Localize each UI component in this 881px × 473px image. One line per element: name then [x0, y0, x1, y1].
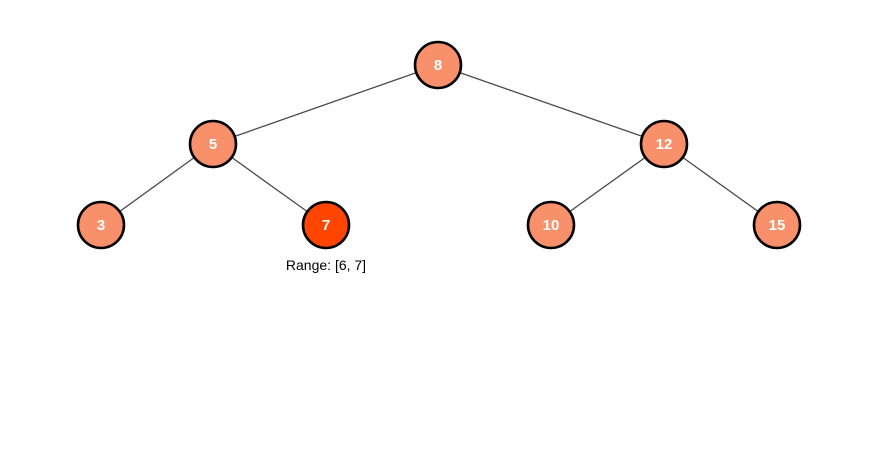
node-value-label: 10 — [543, 217, 560, 234]
tree-node-5: 5 — [188, 119, 238, 169]
tree-node-10: 10 — [526, 200, 576, 250]
tree-node-15: 15 — [752, 200, 802, 250]
node-value-label: 5 — [209, 136, 217, 153]
node-circle-highlighted — [301, 200, 351, 250]
node-value-label: 3 — [97, 217, 105, 234]
tree-node-12: 12 — [639, 119, 689, 169]
node-value-label: 12 — [656, 136, 673, 153]
tree-nodes-layer: 8 5 12 3 7 10 15 — [76, 40, 802, 250]
tree-node-3: 3 — [76, 200, 126, 250]
node-circle — [526, 200, 576, 250]
range-annotation: Range: [6, 7] — [286, 257, 366, 273]
node-circle — [188, 119, 238, 169]
node-value-label: 15 — [769, 217, 786, 234]
tree-node-7: 7 — [301, 200, 351, 250]
node-circle — [639, 119, 689, 169]
node-circle — [413, 40, 463, 90]
tree-edge-8-5 — [212, 64, 439, 145]
node-value-label: 7 — [322, 217, 330, 234]
tree-edge-8-12 — [437, 64, 665, 145]
tree-node-8: 8 — [413, 40, 463, 90]
node-circle — [76, 200, 126, 250]
node-value-label: 8 — [434, 57, 442, 74]
node-circle — [752, 200, 802, 250]
